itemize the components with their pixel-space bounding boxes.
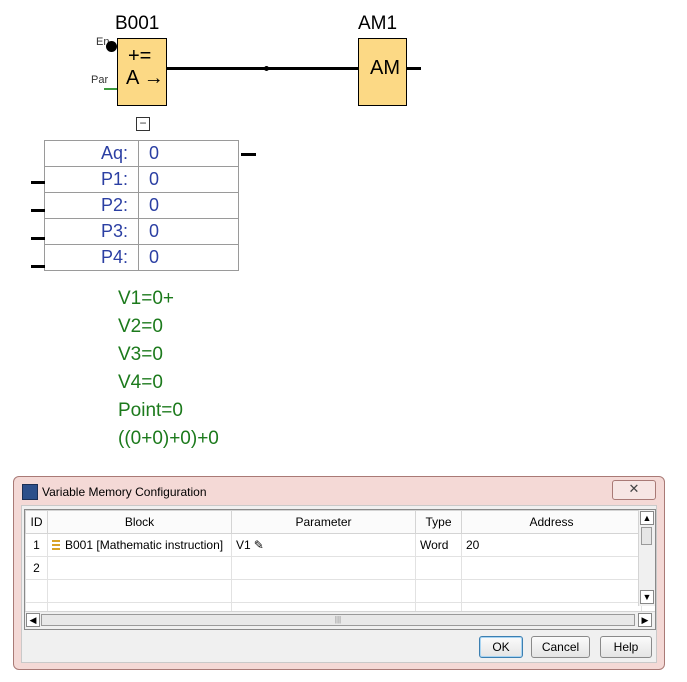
block-am1-title: AM1 bbox=[358, 13, 398, 34]
row-parameter-text: V1 bbox=[236, 538, 251, 552]
row-id bbox=[25, 579, 48, 603]
vertical-scrollbar[interactable]: ▲ ▼ bbox=[638, 510, 655, 606]
analog-flag-label: AM bbox=[370, 57, 400, 79]
formula-line: V1=0+ bbox=[118, 288, 174, 309]
param-value[interactable]: 0 bbox=[138, 166, 239, 193]
horizontal-scroll-thumb[interactable]: ||| bbox=[41, 614, 635, 626]
memory-grid: ID Block Parameter Type Address 1 B001 [… bbox=[24, 509, 656, 630]
param-label: P2: bbox=[44, 192, 139, 219]
math-plus-equals-symbol: += bbox=[128, 45, 152, 67]
param-label: Aq: bbox=[44, 140, 139, 167]
scroll-left-arrow-icon[interactable]: ◀ bbox=[26, 613, 40, 627]
pin-par-connector[interactable] bbox=[104, 88, 118, 90]
param-value[interactable]: 0 bbox=[138, 244, 239, 271]
row-address[interactable] bbox=[461, 556, 642, 580]
param-input-stub bbox=[31, 209, 45, 212]
param-input-stub bbox=[31, 265, 45, 268]
param-row-p4[interactable]: P4:0 bbox=[44, 244, 239, 271]
row-type[interactable] bbox=[415, 556, 462, 580]
param-value[interactable]: 0 bbox=[138, 218, 239, 245]
table-header: ID Block Parameter Type Address bbox=[25, 510, 642, 534]
close-button[interactable]: ✕ bbox=[612, 480, 656, 500]
param-label: P4: bbox=[44, 244, 139, 271]
wire-node bbox=[264, 66, 269, 71]
ok-button[interactable]: OK bbox=[479, 636, 523, 658]
block-icon bbox=[52, 540, 60, 550]
variable-memory-dialog: Variable Memory Configuration ✕ ID Block… bbox=[13, 476, 665, 670]
block-b001-title: B001 bbox=[115, 13, 160, 34]
column-header-parameter[interactable]: Parameter bbox=[231, 510, 416, 534]
horizontal-scrollbar[interactable]: ◀ ||| ▶ bbox=[25, 611, 655, 629]
formula-line: V4=0 bbox=[118, 372, 163, 393]
cancel-button[interactable]: Cancel bbox=[531, 636, 590, 658]
param-row-p1[interactable]: P1:0 bbox=[44, 166, 239, 193]
dialog-content: ID Block Parameter Type Address 1 B001 [… bbox=[21, 505, 657, 663]
pin-en-connector[interactable] bbox=[106, 41, 117, 52]
block-parameter-table: Aq:0 P1:0 P2:0 P3:0 P4:0 bbox=[44, 140, 239, 271]
formula-line: Point=0 bbox=[118, 400, 183, 421]
row-parameter[interactable]: V1✎ bbox=[231, 533, 416, 557]
row-address[interactable]: 20 bbox=[461, 533, 642, 557]
row-type[interactable] bbox=[415, 579, 462, 603]
param-label: P3: bbox=[44, 218, 139, 245]
column-header-id[interactable]: ID bbox=[25, 510, 48, 534]
app-icon bbox=[22, 484, 38, 500]
help-button[interactable]: Help bbox=[600, 636, 652, 658]
dialog-title: Variable Memory Configuration bbox=[42, 485, 207, 499]
formula-block: V1=0+ V2=0 V3=0 V4=0 Point=0 ((0+0)+0)+0 bbox=[118, 285, 219, 453]
column-header-block[interactable]: Block bbox=[47, 510, 232, 534]
row-parameter[interactable] bbox=[231, 556, 416, 580]
memory-table: ID Block Parameter Type Address 1 B001 [… bbox=[25, 510, 642, 626]
param-input-stub bbox=[31, 237, 45, 240]
scroll-up-arrow-icon[interactable]: ▲ bbox=[640, 511, 654, 525]
param-value[interactable]: 0 bbox=[138, 140, 239, 167]
am1-output-wire bbox=[407, 67, 421, 70]
collapse-params-button[interactable]: − bbox=[136, 117, 150, 131]
formula-line: ((0+0)+0)+0 bbox=[118, 428, 219, 449]
param-row-p2[interactable]: P2:0 bbox=[44, 192, 239, 219]
row-block-text: B001 [Mathematic instruction] bbox=[65, 538, 224, 552]
table-row[interactable]: 2 bbox=[25, 556, 642, 580]
connection-wire[interactable] bbox=[167, 67, 358, 70]
param-input-stub bbox=[31, 181, 45, 184]
formula-line: V2=0 bbox=[118, 316, 163, 337]
edit-icon[interactable]: ✎ bbox=[253, 538, 264, 552]
param-row-p3[interactable]: P3:0 bbox=[44, 218, 239, 245]
row-id: 1 bbox=[25, 533, 48, 557]
row-block[interactable] bbox=[47, 556, 232, 580]
row-id: 2 bbox=[25, 556, 48, 580]
param-output-stub bbox=[241, 153, 256, 156]
row-type[interactable]: Word bbox=[415, 533, 462, 557]
analog-flag-block[interactable]: AM bbox=[358, 38, 407, 106]
scroll-right-arrow-icon[interactable]: ▶ bbox=[638, 613, 652, 627]
column-header-address[interactable]: Address bbox=[461, 510, 642, 534]
scroll-down-arrow-icon[interactable]: ▼ bbox=[640, 590, 654, 604]
param-label: P1: bbox=[44, 166, 139, 193]
param-row-aq[interactable]: Aq:0 bbox=[44, 140, 239, 167]
math-assign-symbol: A → bbox=[126, 67, 164, 89]
formula-line: V3=0 bbox=[118, 344, 163, 365]
row-block[interactable] bbox=[47, 579, 232, 603]
column-header-type[interactable]: Type bbox=[415, 510, 462, 534]
pin-par-label: Par bbox=[91, 74, 109, 86]
table-row[interactable]: 1 B001 [Mathematic instruction] V1✎ Word… bbox=[25, 533, 642, 557]
table-row[interactable] bbox=[25, 579, 642, 603]
math-instruction-block[interactable]: += A → bbox=[117, 38, 167, 106]
row-parameter[interactable] bbox=[231, 579, 416, 603]
row-block[interactable]: B001 [Mathematic instruction] bbox=[47, 533, 232, 557]
vertical-scroll-thumb[interactable] bbox=[641, 527, 652, 545]
row-address[interactable] bbox=[461, 579, 642, 603]
param-value[interactable]: 0 bbox=[138, 192, 239, 219]
